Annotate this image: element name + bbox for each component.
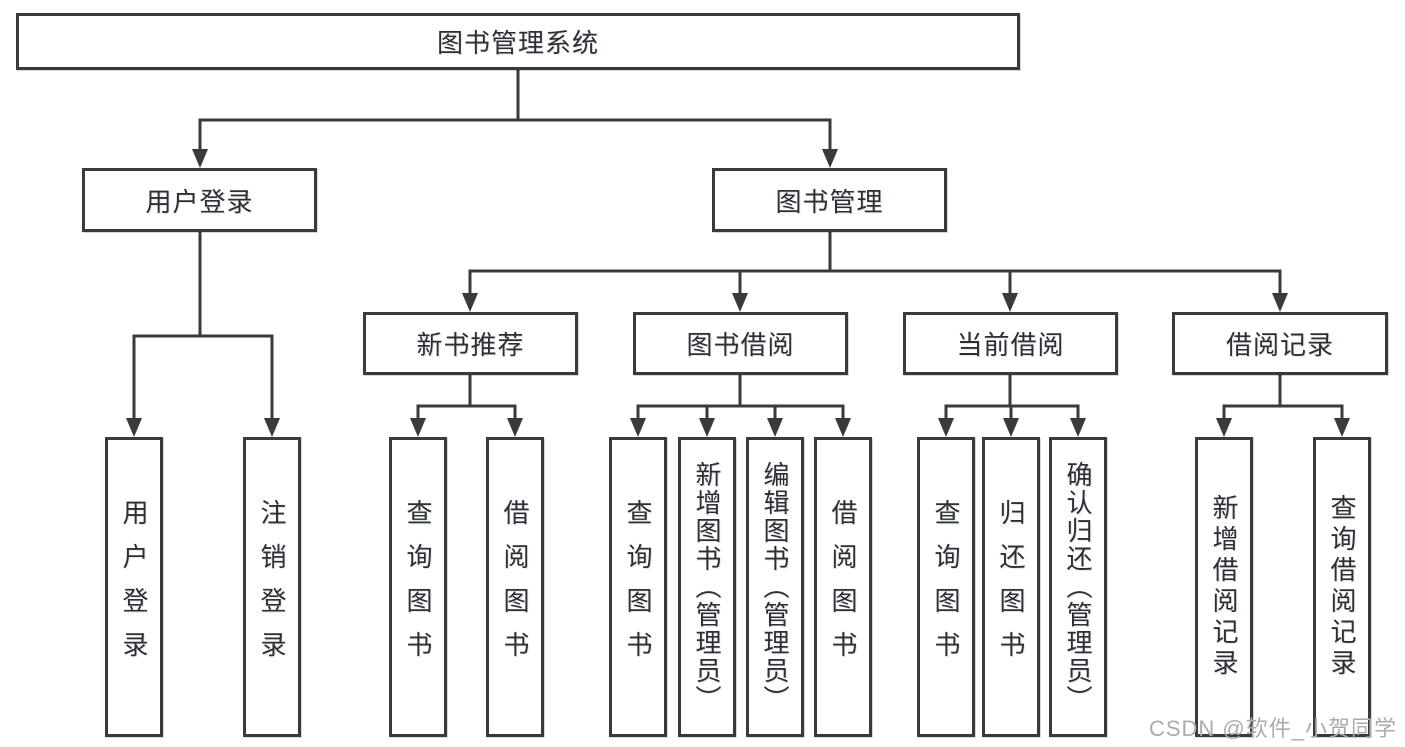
leaf-borrow-add-book-admin: 新增图书（管理员） [678,437,736,737]
node-user-login-label: 用户登录 [145,186,254,217]
leaf-borrow-borrow-book: 借阅图书 [814,437,872,737]
connector-newbooks-to-leaves [416,375,517,420]
leaf-borrow-edit-book-admin-label: 编辑图书（管理员） [760,461,790,713]
leaf-user-login: 用户登录 [105,437,163,737]
node-book-borrow-label: 图书借阅 [686,330,795,360]
leaf-newbooks-query-book-label: 查询图书 [403,499,433,675]
node-user-login: 用户登录 [82,168,317,232]
leaf-records-add-record-label: 新增借阅记录 [1209,494,1239,680]
leaf-user-login-label: 用户登录 [119,499,149,675]
leaf-records-add-record: 新增借阅记录 [1195,437,1253,737]
leaf-logout: 注销登录 [243,437,301,737]
leaf-borrow-query-book-label: 查询图书 [623,499,653,675]
leaf-current-query-book: 查询图书 [917,437,975,737]
node-current-borrow: 当前借阅 [903,312,1118,375]
node-borrow-records: 借阅记录 [1172,312,1388,375]
connector-records-to-leaves [1222,375,1344,420]
leaf-borrow-borrow-book-label: 借阅图书 [828,499,858,675]
node-new-book-recommend: 新书推荐 [363,312,578,375]
node-borrow-records-label: 借阅记录 [1225,330,1334,360]
leaf-newbooks-borrow-book-label: 借阅图书 [500,499,530,675]
leaf-newbooks-query-book: 查询图书 [389,437,447,737]
leaf-borrow-add-book-admin-label: 新增图书（管理员） [692,461,722,713]
leaf-logout-label: 注销登录 [257,499,287,675]
leaf-borrow-query-book: 查询图书 [609,437,667,737]
connector-bookmgmt-to-level3 [468,232,1282,295]
leaf-current-query-book-label: 查询图书 [931,499,961,675]
connector-root-to-level2 [198,70,832,151]
node-book-management: 图书管理 [712,168,947,232]
leaf-newbooks-borrow-book: 借阅图书 [486,437,544,737]
leaf-current-confirm-return-admin-label: 确认归还（管理员） [1063,461,1093,713]
leaf-records-query-record-label: 查询借阅记录 [1327,494,1357,680]
connector-userlogin-to-leaves [132,232,274,420]
node-root-label: 图书管理系统 [436,28,599,58]
leaf-current-confirm-return-admin: 确认归还（管理员） [1049,437,1107,737]
leaf-current-return-book: 归还图书 [982,437,1040,737]
node-book-management-label: 图书管理 [775,186,884,217]
node-current-borrow-label: 当前借阅 [956,330,1065,360]
node-root: 图书管理系统 [16,13,1020,70]
node-book-borrow: 图书借阅 [633,312,848,375]
leaf-borrow-edit-book-admin: 编辑图书（管理员） [746,437,804,737]
node-new-book-recommend-label: 新书推荐 [416,330,525,360]
connector-bookborrow-to-leaves [636,375,845,420]
connector-currentborrow-to-leaves [944,375,1080,420]
csdn-watermark: CSDN @软件_小贺同学 [1148,716,1397,741]
leaf-records-query-record: 查询借阅记录 [1313,437,1371,737]
leaf-current-return-book-label: 归还图书 [996,499,1026,675]
